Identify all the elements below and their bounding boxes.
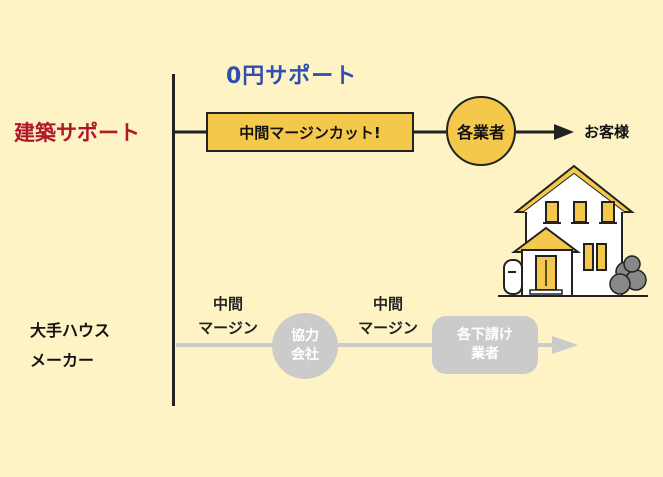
subcontractors-box: 各下請け 業者 [432,316,538,374]
kenchiku-support-label: 建築サポート [14,121,140,145]
arrow-head-top [554,124,574,140]
vertical-divider [172,74,175,406]
major-housemaker-label: 大手ハウス メーカー [30,321,111,370]
vendor-circle: 各業者 [446,96,516,166]
house-icon [498,164,648,297]
partner-company-circle: 協力 会社 [272,313,338,379]
margin-cut-box: 中間マージンカット! [206,112,414,152]
customer-label: お客様 [584,123,630,141]
bush-icon [609,255,647,295]
middle-margin-label-1: 中間 マージン [198,295,258,337]
zero-yen-support-title: 0円サポート [226,64,358,89]
arrow-head-bottom [552,336,578,354]
middle-margin-label-2: 中間 マージン [358,295,418,337]
